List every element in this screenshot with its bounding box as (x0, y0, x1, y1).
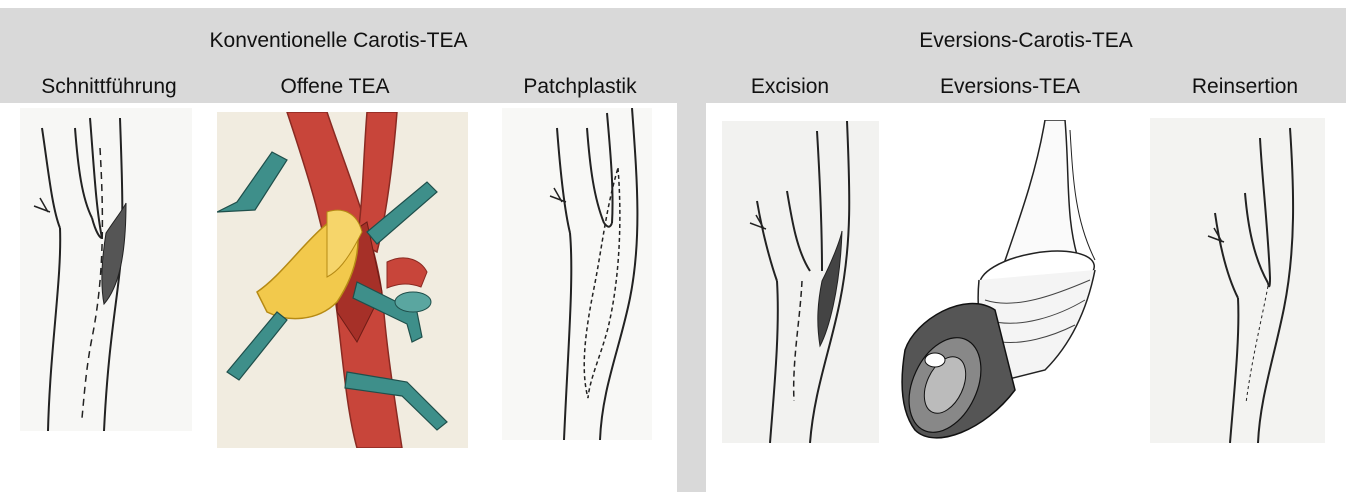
label-schnittfuehrung: Schnittführung (18, 75, 200, 99)
schnittfuehrung-illustration (20, 108, 192, 431)
eversions-tea-illustration (895, 120, 1120, 460)
patchplastik-illustration (502, 108, 652, 440)
label-excision: Excision (715, 75, 865, 99)
offene-tea-illustration (217, 112, 468, 448)
right-group-title: Eversions-Carotis-TEA (706, 29, 1346, 53)
label-offene-tea: Offene TEA (245, 75, 425, 99)
label-eversions-tea: Eversions-TEA (915, 75, 1105, 99)
excision-illustration (722, 121, 879, 443)
left-group-title: Konventionelle Carotis-TEA (0, 29, 677, 53)
reinsertion-illustration (1150, 118, 1325, 443)
label-patchplastik: Patchplastik (500, 75, 660, 99)
divider-bar (677, 70, 706, 492)
label-reinsertion: Reinsertion (1160, 75, 1330, 99)
